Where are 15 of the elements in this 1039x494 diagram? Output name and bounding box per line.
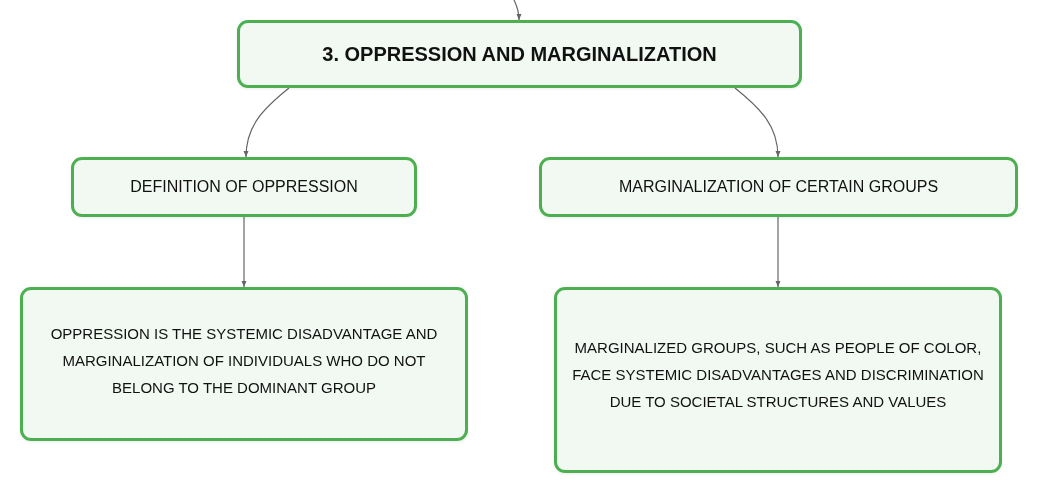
topic-box bbox=[554, 287, 1002, 473]
connector-arrow bbox=[775, 216, 781, 288]
node-text: MARGINALIZED GROUPS, SUCH AS PEOPLE OF COLOR, FACE SYSTEMIC DISADVANTAGES AND DISCRIMINATION DUE TO SOCIETAL STRUCTURES AND VALUES bbox=[571, 337, 985, 412]
topic-box bbox=[539, 157, 1018, 217]
connector-arrow bbox=[513, 0, 522, 21]
node-text: 3. OPPRESSION AND MARGINALIZATION bbox=[322, 42, 717, 67]
topic-box bbox=[20, 287, 468, 441]
connector-arrow bbox=[241, 216, 247, 288]
node-text: DEFINITION OF OPPRESSION bbox=[130, 177, 358, 197]
topic-box bbox=[237, 20, 802, 88]
connector-arrow bbox=[243, 87, 290, 158]
topic-box bbox=[71, 157, 417, 217]
node-text: MARGINALIZATION OF CERTAIN GROUPS bbox=[618, 177, 939, 197]
node-text: OPPRESSION IS THE SYSTEMIC DISADVANTAGE AND MARGINALIZATION OF INDIVIDUALS WHO DO NOT BELONG TO THE DOMINANT GROUP bbox=[49, 323, 439, 398]
connector-arrow bbox=[734, 87, 781, 158]
